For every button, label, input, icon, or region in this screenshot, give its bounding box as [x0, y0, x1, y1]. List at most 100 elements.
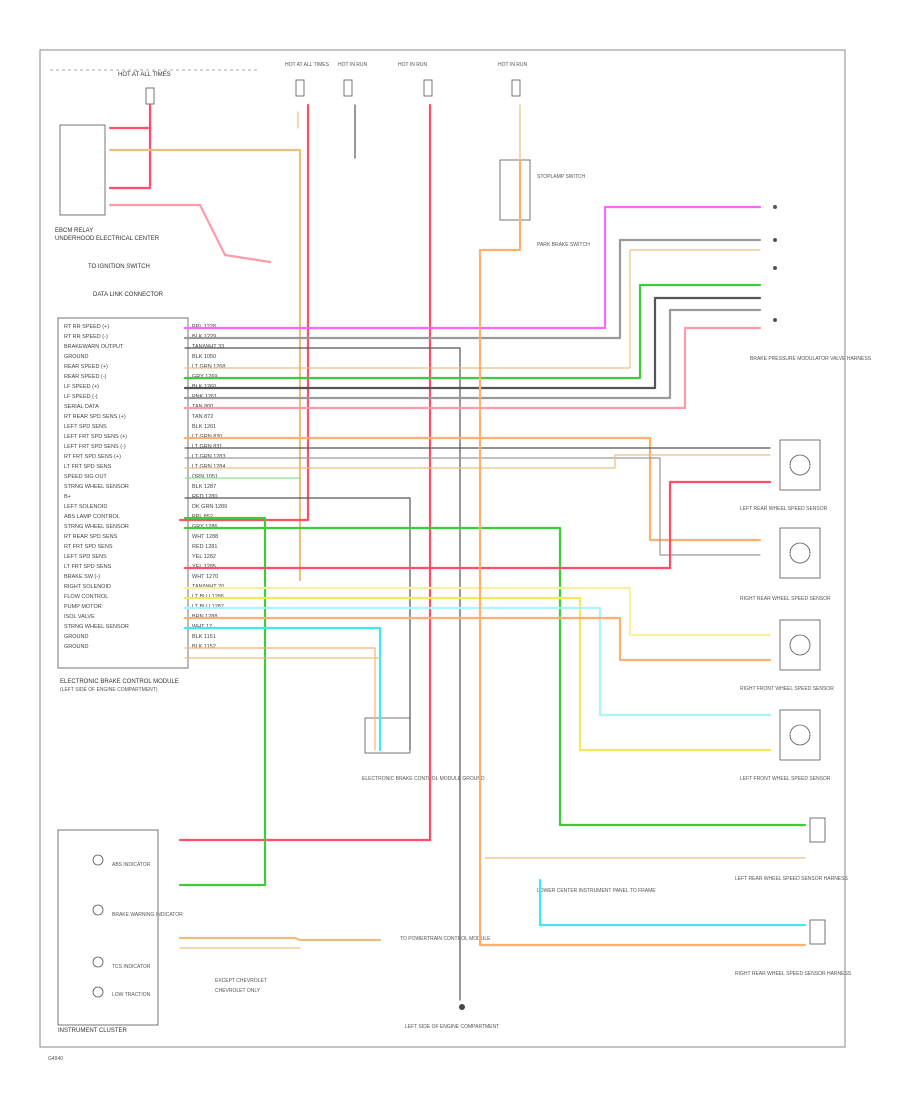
footer-code: G4940: [48, 1056, 63, 1062]
fuse-group: [145, 79, 521, 105]
ebcm-pin-wire: RED 1280: [192, 494, 217, 500]
fuse-panel-label: HOT AT ALL TIMES: [118, 72, 171, 78]
wheel-sensor-rr: [779, 527, 821, 579]
ebcm-pin-circuit: REAR SPEED (-): [64, 374, 107, 380]
ebcm-pin-wire: BLK 1152: [192, 644, 216, 650]
ebcm-pin-circuit: ABS LAMP CONTROL: [64, 514, 120, 520]
ebcm-pin-circuit: RT REAR SPD SENS (+): [64, 414, 126, 420]
right-harness-box: [809, 919, 826, 945]
ebcm-pin-circuit: LEFT SOLENOID: [64, 504, 107, 510]
left-harness-box: [809, 817, 826, 843]
wire-green: [183, 526, 807, 827]
ebcm-pin-circuit: RT RR SPEED (+): [64, 324, 109, 330]
ebcm-pin-wire: WHT 1288: [192, 534, 218, 540]
ebcm-pin-wire: BLK 1287: [192, 484, 216, 490]
ebcm-pin-circuit: ISOL VALVE: [64, 614, 95, 620]
ebcm-pin-wire: LT GRN 1283: [192, 454, 225, 460]
ebcm-pin-circuit: RT REAR SPD SENS: [64, 534, 118, 540]
ebcm-pin-circuit: GROUND: [64, 634, 88, 640]
ebcm-pin-wire: BLK 1261: [192, 424, 216, 430]
dlc-label: DATA LINK CONNECTOR: [93, 292, 164, 298]
wire-tan: [178, 936, 382, 942]
ebcm-pin-wire: BLK 1151: [192, 634, 216, 640]
except-chevrolet-label: EXCEPT CHEVROLET: [215, 978, 267, 984]
wire-tan: [184, 454, 771, 469]
ebcm-pin-circuit: LEFT FRT SPD SENS (-): [64, 444, 126, 450]
ebcm-pin-wire: TAN/WHT 33: [192, 344, 224, 350]
instrument-cluster-box: [57, 829, 159, 1026]
wire-tan: [108, 148, 302, 582]
wire-lightyellow: [183, 586, 772, 637]
wire-orange: [183, 616, 772, 662]
wheel-sensor-lf: [779, 709, 821, 761]
ebcm-pin-circuit: LEFT SPD SENS: [64, 424, 107, 430]
wire-darkgray: [184, 347, 461, 1001]
right-switches: [773, 205, 777, 322]
brake-valve-harness-label: BRAKE PRESSURE MODULATOR VALVE HARNESS: [750, 356, 872, 362]
rf-wheel-label: RIGHT FRONT WHEEL SPEED SENSOR: [740, 686, 834, 692]
ebcm-pin-circuit: STRNG WHEEL SENSOR: [64, 624, 129, 630]
rr-wheel-label: RIGHT REAR WHEEL SPEED SENSOR: [740, 596, 831, 602]
wire-orange: [183, 436, 762, 542]
underhood-label: UNDERHOOD ELECTRICAL CENTER: [55, 236, 160, 242]
wire-green: [183, 283, 762, 380]
fuse-d-label: HOT IN RUN: [498, 62, 527, 68]
ground-block: [364, 717, 411, 754]
ebcm-pin-circuit: PUMP MOTOR: [64, 604, 102, 610]
left-harness-label: LEFT REAR WHEEL SPEED SENSOR HARNESS: [735, 876, 848, 882]
wire-pink: [183, 326, 762, 410]
wire-purple: [183, 205, 762, 330]
brake-switch-label: STOPLAMP SWITCH: [537, 174, 586, 180]
ebcm-label: ELECTRONIC BRAKE CONTROL MODULE: [60, 679, 179, 685]
wire-cyan: [183, 626, 382, 752]
wheel-sensor-lr: [779, 439, 821, 491]
ebcm-body: [57, 317, 189, 669]
splice-note: LOWER CENTER INSTRUMENT PANEL TO FRAME: [537, 888, 656, 894]
ebcm-pin-circuit: RT FRT SPD SENS (+): [64, 454, 121, 460]
ebcm-relay-label: EBCM RELAY: [55, 228, 93, 234]
wire-gray: [183, 308, 762, 400]
ebcm-pin-wire: BLK 1050: [192, 354, 216, 360]
ebcm-pin-circuit: SERIAL DATA: [64, 404, 99, 410]
lr-wheel-label: LEFT REAR WHEEL SPEED SENSOR: [740, 506, 828, 512]
ebcm-note: (LEFT SIDE OF ENGINE COMPARTMENT): [60, 687, 158, 693]
ebcm-pin-circuit: RT RR SPEED (-): [64, 334, 108, 340]
brake-ind-label: BRAKE WARNING INDICATOR: [112, 912, 183, 918]
cluster-bulbs: [92, 854, 104, 998]
ebcm-pin-circuit: LT FRT SPD SENS: [64, 464, 112, 470]
park-brake-label: PARK BRAKE SWITCH: [537, 242, 590, 248]
tcs-module-label: TO POWERTRAIN CONTROL MODULE: [400, 936, 491, 942]
wire-red: [178, 103, 432, 842]
wire-green: [178, 516, 267, 887]
wire-red: [178, 103, 310, 522]
lf-wheel-label: LEFT FRONT WHEEL SPEED SENSOR: [740, 776, 831, 782]
ebcm-pin-circuit: LF SPEED (-): [64, 394, 98, 400]
ic-ignition-label: TO IGNITION SWITCH: [88, 264, 150, 270]
ebcm-pin-circuit: BRAKE SW (-): [64, 574, 100, 580]
ebcm-pin-wire: ORN 1051: [192, 474, 218, 480]
ebcm-pin-wire: WHT 1270: [192, 574, 218, 580]
ebcm-pin-wire: TAN 872: [192, 414, 213, 420]
wire-yellow: [183, 596, 772, 752]
wire-pink: [108, 203, 272, 264]
ebcm-pin-circuit: RT FRT SPD SENS: [64, 544, 113, 550]
ebcm-pin-circuit: FLOW CONTROL: [64, 594, 108, 600]
wire-red: [108, 103, 152, 190]
ebcm-pin-circuit: LF SPEED (+): [64, 384, 99, 390]
ebcm-relay-box: [59, 124, 106, 216]
wire-lightcyan: [183, 606, 772, 717]
wire-layer: [108, 103, 807, 1001]
ebcm-pin-circuit: BRAKEWARN OUTPUT: [64, 344, 124, 350]
fuse-c-label: HOT IN RUN: [398, 62, 427, 68]
wire-darkgray: [184, 497, 411, 751]
ebcm-pin-wire: LT GRN 1284: [192, 464, 225, 470]
fuse-b-label: HOT IN RUN: [338, 62, 367, 68]
ebcm-pin-circuit: B+: [64, 494, 71, 500]
ebcm-pin-wire: RED 1281: [192, 544, 217, 550]
wire-darkgray: [183, 296, 762, 390]
ebcm-pin-circuit: GROUND: [64, 644, 88, 650]
brake-switch-box: [499, 159, 531, 221]
ebcm-pin-circuit: LEFT FRT SPD SENS (+): [64, 434, 127, 440]
